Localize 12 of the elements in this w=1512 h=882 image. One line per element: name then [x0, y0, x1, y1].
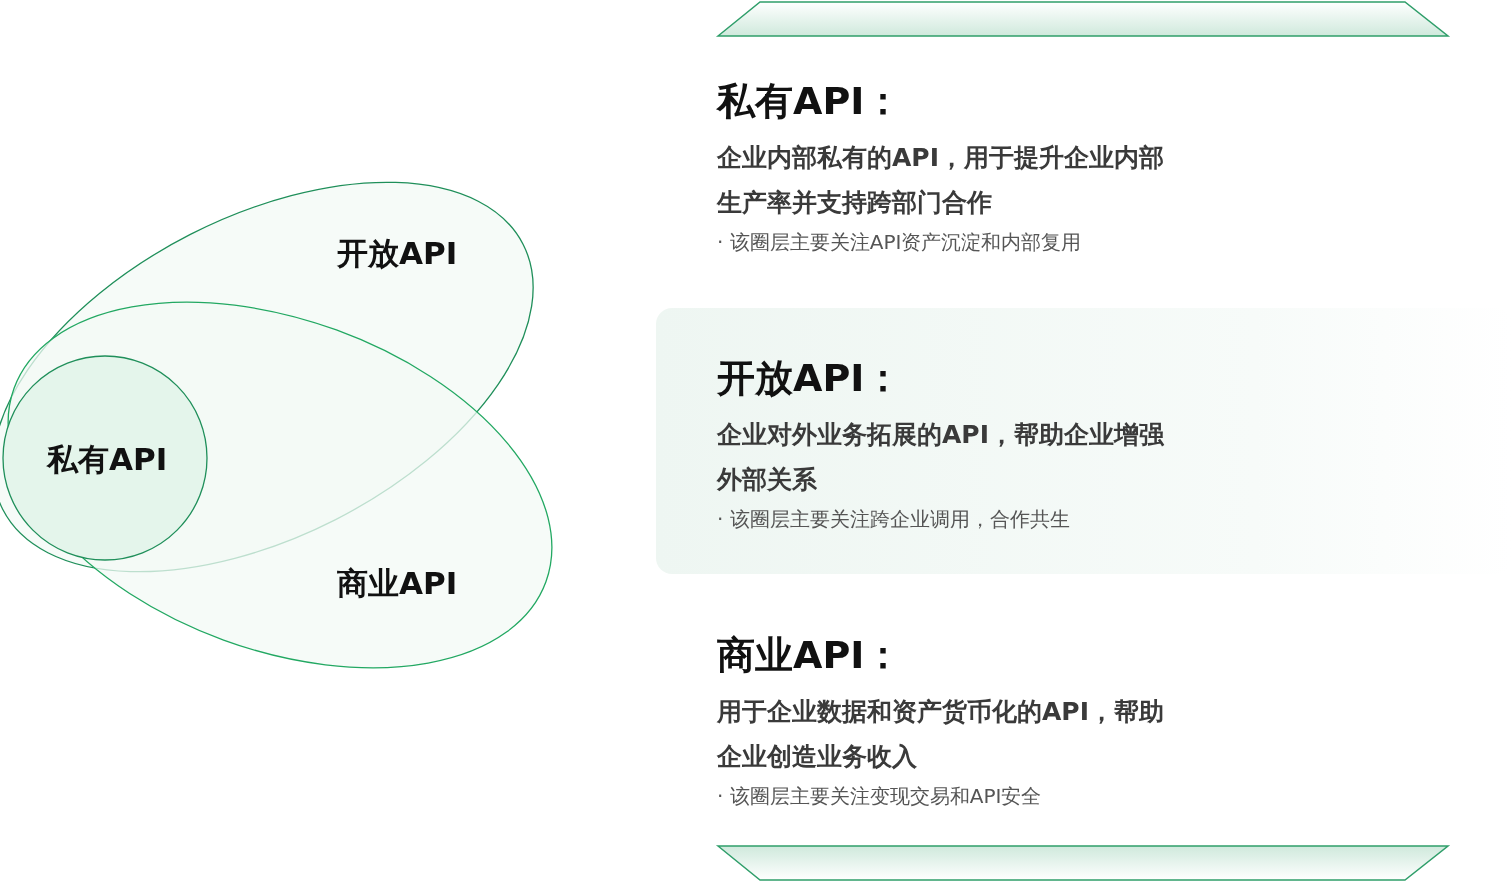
section-heading: 私有API：	[717, 78, 904, 125]
circle-label: 私有API	[47, 440, 168, 479]
section-note: · 该圈层主要关注API资产沉淀和内部复用	[717, 229, 1083, 256]
section-note: · 该圈层主要关注跨企业调用，合作共生	[717, 506, 1071, 533]
section-note: · 该圈层主要关注变现交易和API安全	[717, 783, 1043, 810]
circle-label: 开放API	[337, 234, 458, 273]
section-description: 企业对外业务拓展的API，帮助企业增强外部关系	[717, 419, 1165, 496]
section-heading: 开放API：	[717, 355, 904, 402]
section-description: 用于企业数据和资产货币化的API，帮助企业创造业务收入	[717, 696, 1165, 773]
circle-label: 商业API	[337, 564, 458, 603]
section-heading: 商业API：	[717, 632, 904, 679]
section-description: 企业内部私有的API，用于提升企业内部生产率并支持跨部门合作	[717, 142, 1165, 219]
